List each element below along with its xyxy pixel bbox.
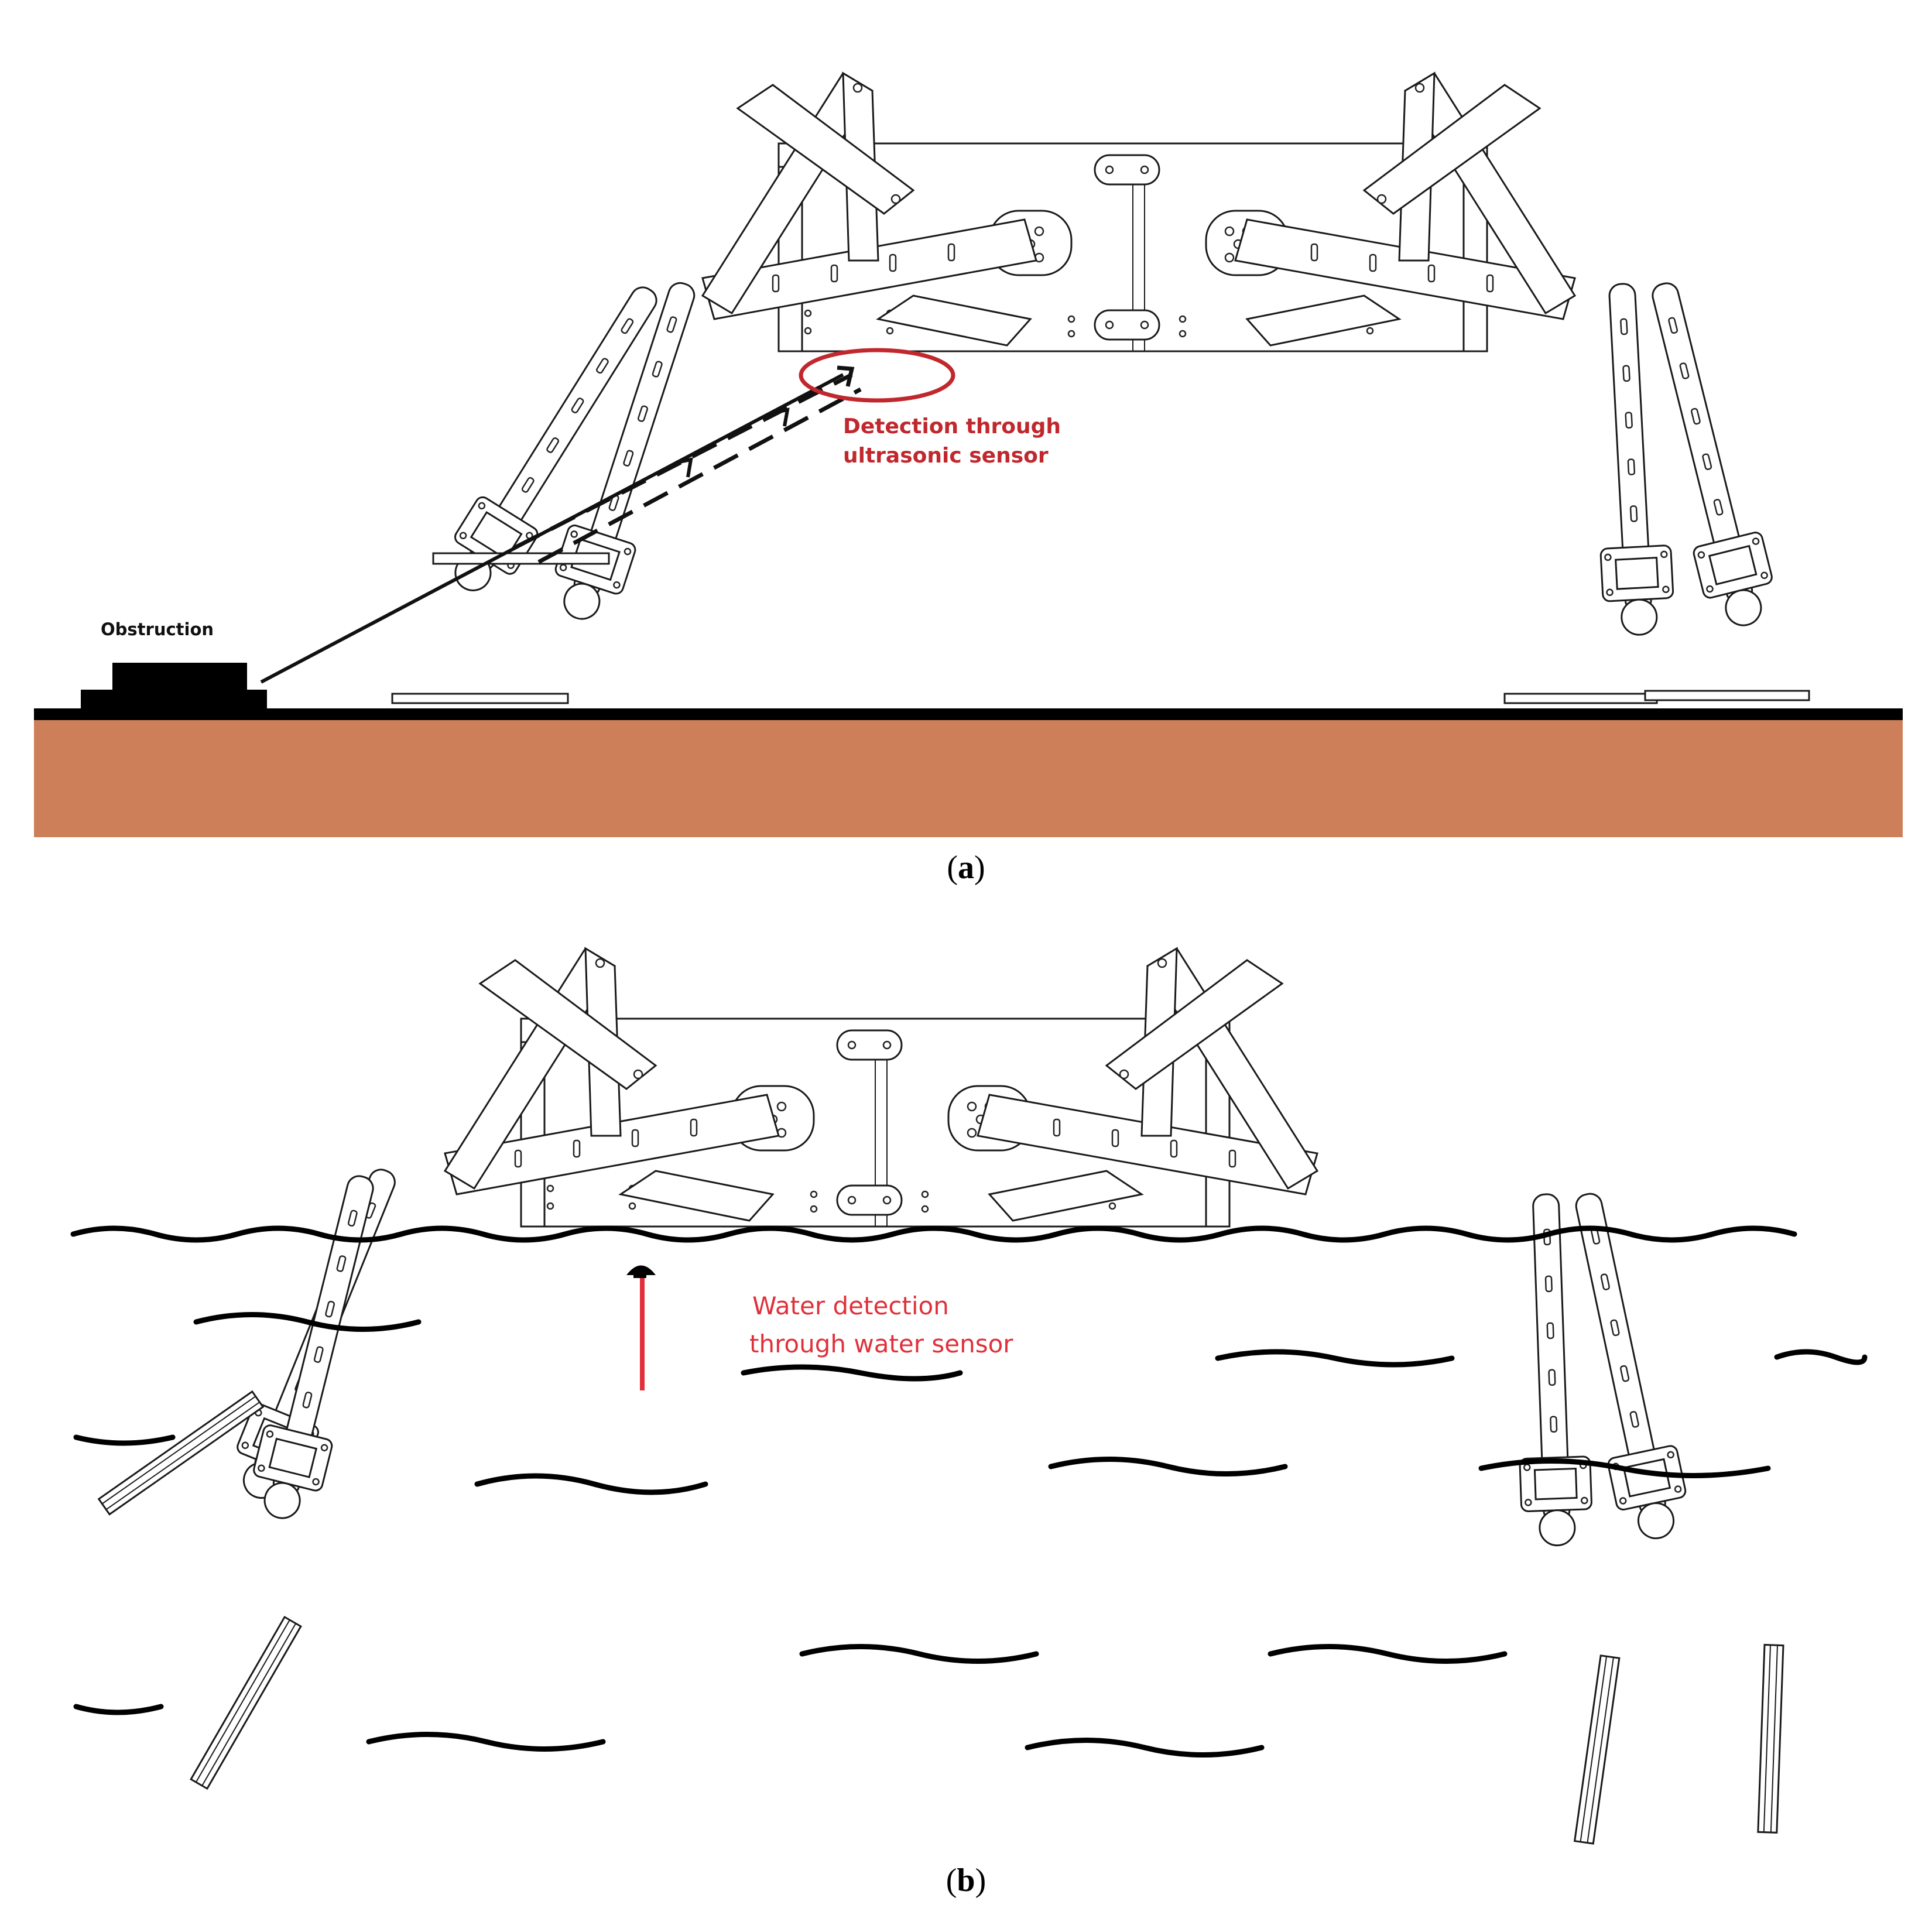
water-waves: [70, 1225, 1868, 1758]
caption-a: (a): [947, 849, 985, 886]
caption-b: (b): [946, 1862, 986, 1899]
detection-label-line2: ultrasonic sensor: [843, 444, 1049, 468]
caption-b-letter: b: [957, 1862, 975, 1899]
detection-label-line1: Detection through: [843, 414, 1061, 439]
water-sensor: [626, 1265, 656, 1390]
obstruction-label: Obstruction: [101, 619, 214, 639]
caption-a-letter: a: [958, 849, 974, 886]
panel-b: Water detection through water sensor (b): [70, 947, 1868, 1899]
ultrasonic-sensor-highlight: [799, 348, 955, 403]
panel-a: Obstruction Detection throu: [34, 72, 1903, 886]
robot-a: [391, 72, 1810, 704]
obstruction-block: [81, 663, 267, 711]
ground-line: [34, 708, 1903, 720]
robot-b: [98, 947, 1784, 1845]
water-label-line1: Water detection: [752, 1291, 949, 1320]
ground-surface: [34, 720, 1903, 837]
ultrasonic-beam: [260, 365, 862, 684]
water-label-line2: through water sensor: [749, 1330, 1013, 1358]
